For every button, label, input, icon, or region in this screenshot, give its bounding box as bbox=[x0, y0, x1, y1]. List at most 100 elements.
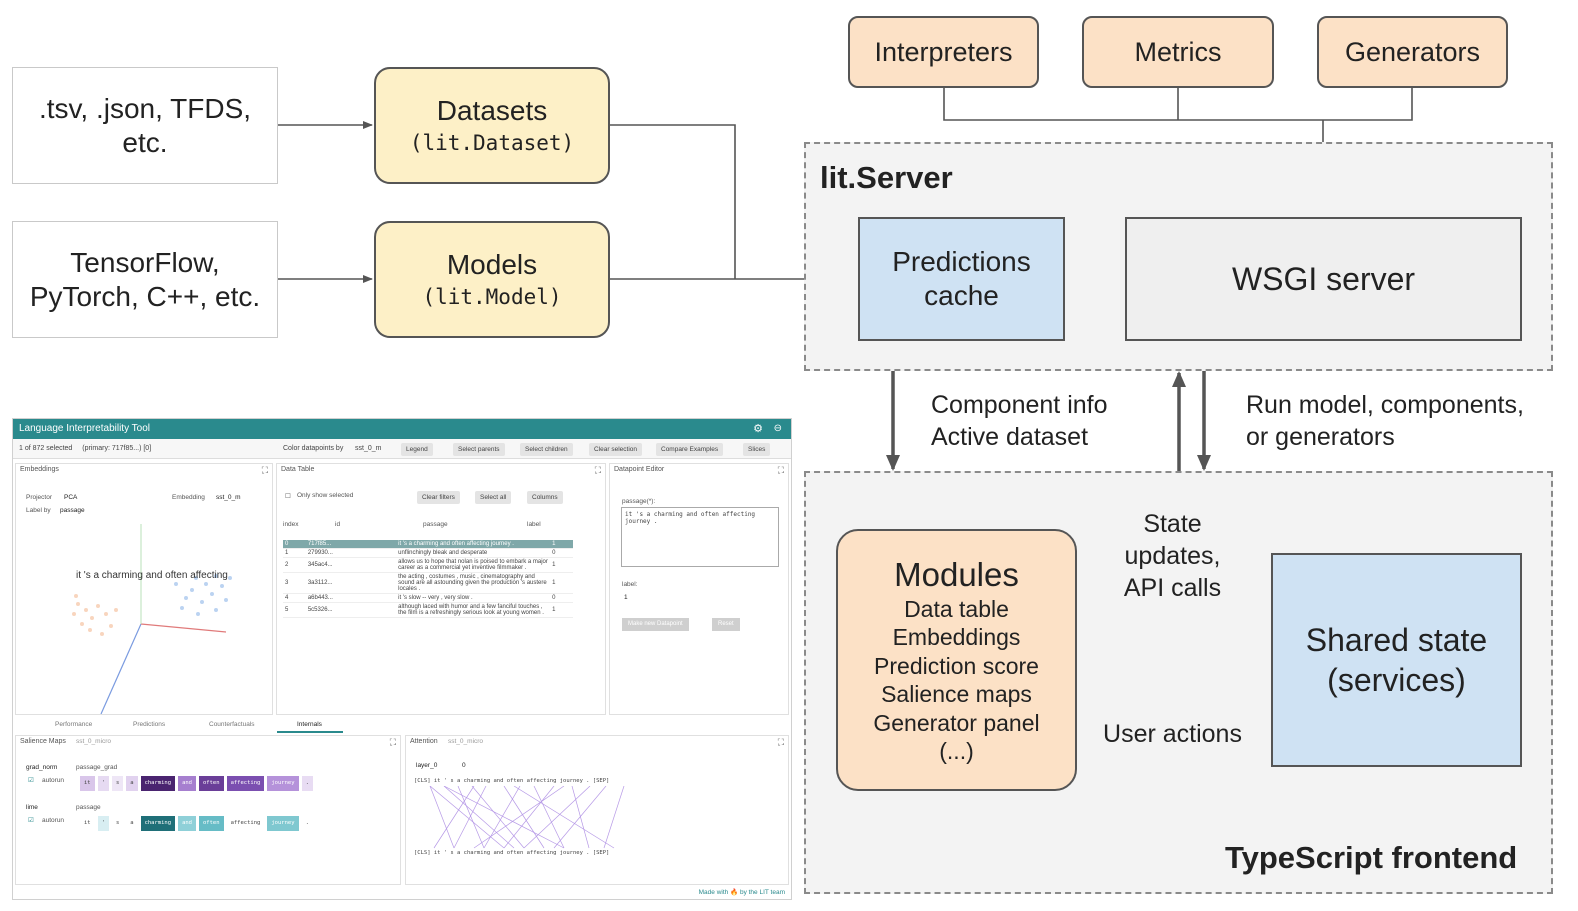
cell: unflinchingly bleak and desperate bbox=[396, 548, 551, 558]
salience-token: s bbox=[111, 816, 124, 831]
salience-token: affecting bbox=[226, 816, 265, 831]
salience-field-2: passage bbox=[76, 804, 101, 811]
attention-model: sst_0_micro bbox=[448, 738, 484, 745]
link-icon[interactable]: ⊖ bbox=[773, 423, 782, 434]
line-interpreters bbox=[943, 88, 1323, 121]
modules-item: (...) bbox=[939, 738, 974, 764]
models-box: Models (lit.Model) bbox=[374, 221, 610, 338]
primary-selection: (primary: 717f85...) [0] bbox=[82, 445, 152, 452]
compare-examples-button[interactable]: Compare Examples bbox=[656, 443, 724, 456]
predictions-cache-line-2: cache bbox=[924, 280, 999, 311]
label-field-select[interactable]: 1 bbox=[624, 594, 628, 601]
labelby-select[interactable]: passage bbox=[60, 507, 85, 514]
model-frameworks-line-2: PyTorch, C++, etc. bbox=[29, 280, 261, 312]
expand-icon[interactable]: ⛶ bbox=[594, 465, 601, 475]
salience-token: ' bbox=[97, 816, 109, 831]
columns-button[interactable]: Columns bbox=[527, 491, 563, 504]
cell: 1 bbox=[550, 602, 573, 618]
lit-ui-screenshot: Language Interpretability Tool ⚙ ⊖ 1 of … bbox=[12, 418, 792, 900]
only-selected-checkbox[interactable]: ☐ bbox=[285, 493, 291, 500]
attention-lines bbox=[429, 786, 625, 849]
model-frameworks-box: TensorFlow, PyTorch, C++, etc. bbox=[12, 221, 278, 338]
predictions-cache-line-1: Predictions bbox=[892, 246, 1031, 277]
select-parents-button[interactable]: Select parents bbox=[453, 443, 505, 456]
select-children-button[interactable]: Select children bbox=[520, 443, 573, 456]
datasets-box: Datasets (lit.Dataset) bbox=[374, 67, 610, 184]
salience-field-1: passage_grad bbox=[76, 764, 118, 771]
header-index[interactable]: index bbox=[283, 521, 299, 528]
cell: allows us to hope that nolan is poised t… bbox=[396, 557, 551, 573]
points-positive bbox=[174, 574, 232, 616]
cell: the acting , costumes , music , cinemato… bbox=[396, 572, 551, 594]
header-label[interactable]: label bbox=[527, 521, 541, 528]
autorun-checkbox[interactable]: ☑ bbox=[28, 777, 34, 784]
slices-button[interactable]: Slices bbox=[743, 443, 771, 456]
tab-internals[interactable]: Internals bbox=[297, 721, 322, 728]
cell: 0 bbox=[283, 540, 306, 549]
component-info-label: Component info Active dataset bbox=[931, 389, 1108, 453]
predictions-cache-box: Predictions cache bbox=[858, 217, 1065, 341]
header-passage[interactable]: passage bbox=[423, 521, 448, 528]
embeddings-title: Embeddings bbox=[20, 466, 59, 473]
color-by-label: Color datapoints by bbox=[283, 445, 344, 452]
cell: 345ac4... bbox=[305, 557, 397, 573]
reset-button[interactable]: Reset bbox=[712, 618, 740, 631]
metrics-box: Metrics bbox=[1082, 16, 1274, 88]
header-id[interactable]: id bbox=[335, 521, 341, 528]
tab-performance[interactable]: Performance bbox=[55, 721, 93, 728]
make-new-datapoint-button[interactable]: Make new Datapoint bbox=[622, 618, 689, 631]
data-table-panel: Data Table ⛶ ☐ Only show selected Clear … bbox=[276, 463, 606, 715]
salience-token: often bbox=[199, 776, 224, 791]
cell: 5c5326... bbox=[305, 602, 397, 618]
generators-box: Generators bbox=[1317, 16, 1508, 88]
component-info-line-1: Component info bbox=[931, 391, 1108, 419]
points-negative bbox=[72, 594, 118, 636]
head-select[interactable]: 0 bbox=[462, 762, 466, 769]
attention-sentence-bottom: [CLS] it ' s a charming and often affect… bbox=[414, 850, 610, 856]
clear-filters-button[interactable]: Clear filters bbox=[417, 491, 460, 504]
salience-token: journey bbox=[267, 776, 299, 791]
run-model-label: Run model, components, or generators bbox=[1246, 389, 1524, 453]
modules-item: Generator panel bbox=[873, 709, 1040, 736]
clear-selection-button[interactable]: Clear selection bbox=[589, 443, 642, 456]
expand-icon[interactable]: ⛶ bbox=[777, 737, 784, 747]
salience-token: s bbox=[111, 776, 124, 791]
select-all-button[interactable]: Select all bbox=[475, 491, 512, 504]
cell: 5 bbox=[283, 602, 306, 618]
cell: although laced with humor and a few fanc… bbox=[396, 602, 551, 618]
selection-count: 1 of 872 selected bbox=[19, 445, 73, 452]
autorun-label: autorun bbox=[42, 777, 65, 784]
expand-icon[interactable]: ⛶ bbox=[261, 465, 268, 475]
component-info-line-2: Active dataset bbox=[931, 423, 1089, 451]
cell: 1 bbox=[550, 540, 573, 549]
wsgi-server-box: WSGI server bbox=[1125, 217, 1522, 341]
legend-button[interactable]: Legend bbox=[401, 443, 433, 456]
cell: 3 bbox=[283, 572, 306, 594]
cell: 1 bbox=[550, 557, 573, 573]
projector-select[interactable]: PCA bbox=[64, 494, 78, 501]
expand-icon[interactable]: ⛶ bbox=[389, 737, 396, 747]
color-by-select[interactable]: sst_0_m bbox=[355, 445, 382, 452]
lit-server-heading: lit.Server bbox=[820, 160, 953, 195]
tab-predictions[interactable]: Predictions bbox=[133, 721, 166, 728]
datapoint-editor-title: Datapoint Editor bbox=[614, 466, 665, 473]
embedding-select[interactable]: sst_0_m bbox=[216, 494, 241, 501]
gear-icon[interactable]: ⚙ bbox=[753, 423, 763, 435]
layer-select[interactable]: layer_0 bbox=[416, 762, 438, 769]
labelby-label: Label by bbox=[26, 507, 51, 514]
expand-icon[interactable]: ⛶ bbox=[777, 465, 784, 475]
tab-counterfactuals[interactable]: Counterfactuals bbox=[209, 721, 255, 728]
line-generators bbox=[1323, 88, 1413, 121]
metrics-label: Metrics bbox=[1134, 36, 1222, 67]
passage-textarea[interactable]: it 's a charming and often affecting jou… bbox=[621, 507, 779, 567]
embedding-scatter[interactable] bbox=[16, 514, 272, 714]
autorun-checkbox[interactable]: ☑ bbox=[28, 817, 34, 824]
attention-title: Attention bbox=[410, 738, 438, 745]
run-model-line-2: or generators bbox=[1246, 423, 1395, 451]
